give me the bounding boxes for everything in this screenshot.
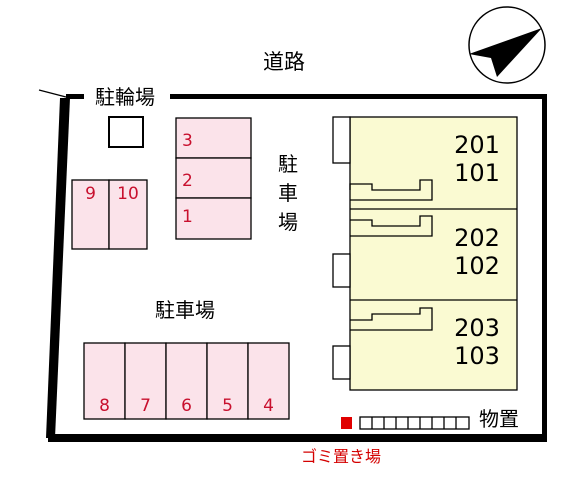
parking-slots-bottom bbox=[83, 342, 290, 420]
unit-label: 203 103 bbox=[432, 314, 522, 370]
apartment-building bbox=[332, 116, 518, 391]
parking-slot-number: 10 bbox=[117, 184, 139, 204]
unit-label: 202 102 bbox=[432, 224, 522, 280]
parking-slots-top bbox=[175, 117, 252, 240]
bicycle-parking-box bbox=[108, 116, 144, 148]
parking-label-center: 駐車場 bbox=[155, 298, 215, 322]
parking-label-vertical: 駐車場 bbox=[278, 152, 298, 234]
bicycle-parking-label: 駐輪場 bbox=[92, 84, 158, 110]
unit-upper: 202 bbox=[454, 224, 500, 252]
unit-upper: 203 bbox=[454, 314, 500, 342]
parking-slot-number: 7 bbox=[140, 396, 151, 416]
parking-slot-number: 3 bbox=[182, 131, 193, 151]
site-boundary bbox=[46, 94, 547, 442]
parking-slot-number: 8 bbox=[99, 396, 110, 416]
parking-slots-left bbox=[71, 179, 148, 250]
unit-lower: 102 bbox=[454, 252, 500, 280]
unit-lower: 101 bbox=[454, 159, 500, 187]
parking-slot-number: 5 bbox=[222, 396, 233, 416]
unit-upper: 201 bbox=[454, 131, 500, 159]
unit-lower: 103 bbox=[454, 342, 500, 370]
boundary-extension-line bbox=[38, 89, 67, 98]
parking-slot-number: 1 bbox=[182, 207, 193, 227]
garbage-area-marker bbox=[341, 417, 352, 429]
road-label: 道路 bbox=[263, 50, 305, 74]
parking-slot-number: 4 bbox=[263, 396, 274, 416]
parking-slot-number: 6 bbox=[181, 396, 192, 416]
storage-shed bbox=[359, 416, 470, 430]
north-arrow-icon bbox=[468, 6, 546, 84]
unit-label: 201 101 bbox=[432, 131, 522, 187]
parking-slot-number: 9 bbox=[85, 184, 96, 204]
parking-slot-number: 2 bbox=[182, 171, 193, 191]
garbage-label: ゴミ置き場 bbox=[301, 447, 382, 466]
storage-label: 物置 bbox=[479, 407, 519, 431]
